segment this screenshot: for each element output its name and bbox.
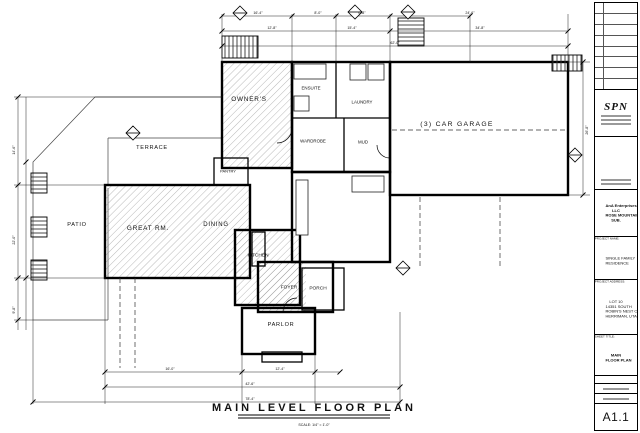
- room-label-kitchen: KITCHEN: [247, 252, 269, 258]
- door-swings: [276, 127, 391, 313]
- client-block: AnA Enterprises LLC ROSE MOUNTAIN SUB.: [595, 190, 637, 237]
- revision-table: [595, 3, 637, 90]
- dimension-label: 16'-4": [253, 10, 263, 16]
- dimension-label: 62'-0": [390, 40, 400, 46]
- dimension-label: 12'-4": [275, 366, 285, 372]
- floor-hatch: [105, 62, 306, 312]
- room-label-foyer: FOYER: [280, 284, 298, 290]
- firm-logo-block: SPN: [595, 90, 637, 137]
- project-address: HERRIMAN, UTAH: [605, 314, 638, 319]
- dimension-label: 42'-6": [245, 381, 255, 387]
- dimension-label: 6'-8": [358, 10, 366, 16]
- fine-print: [601, 119, 631, 121]
- room-label-mud: MUD: [357, 139, 369, 145]
- dimension-label: 22'-0": [11, 235, 17, 245]
- dimension-label: 16'-0": [165, 366, 175, 372]
- firm-logo: SPN: [604, 101, 628, 113]
- project-address: 14351 SOUTH: [605, 304, 632, 310]
- plan-title-underline: [238, 414, 390, 419]
- sheet-number: A1.1: [595, 403, 637, 430]
- dimension-label: 34'-8": [475, 25, 485, 31]
- project-address-caption: PROJECT ADDRESS:: [595, 280, 626, 284]
- room-label-wardrobe: WARDROBE: [300, 138, 326, 144]
- dimension-label: 26'-8": [584, 125, 590, 135]
- project-name: RESIDENCE: [605, 260, 629, 266]
- schedule-markers: [30, 172, 48, 281]
- fine-print: [601, 123, 631, 125]
- client-name: SUB.: [611, 217, 621, 223]
- project-address: LOT 10: [609, 299, 623, 305]
- sheet-title-block: SHEET TITLE: MAIN FLOOR PLAN: [595, 335, 637, 376]
- title-block: SPN AnA Enterprises LLC ROSE MOUNTAIN SU…: [594, 2, 638, 431]
- project-name-caption: PROJECT NAME:: [595, 237, 620, 241]
- room-label-pantry: PANTRY: [220, 168, 236, 174]
- room-label-porch: PORCH: [309, 285, 327, 291]
- room-label-dining: DINING: [203, 220, 229, 228]
- project-name-block: PROJECT NAME: SINGLE FAMILY RESIDENCE: [595, 237, 637, 280]
- sheet-meta-block: A1.1: [595, 376, 637, 430]
- sheet-title: FLOOR PLAN: [605, 357, 632, 363]
- partitions: [213, 62, 390, 363]
- dashed-lines: [119, 129, 566, 368]
- project-name: SINGLE FAMILY: [605, 255, 636, 261]
- room-label-parlor: PARLOR: [267, 320, 295, 328]
- sheet-title: MAIN: [610, 352, 622, 358]
- stair-symbol: [221, 17, 583, 72]
- project-address-block: PROJECT ADDRESS: LOT 10 14351 SOUTH ROBI…: [595, 280, 637, 335]
- fine-print: [601, 183, 631, 185]
- room-label-laundry: LAUNDRY: [351, 99, 373, 105]
- dimension-label: 8'-0": [314, 10, 322, 16]
- client-name: AnA Enterprises: [605, 203, 637, 208]
- fine-print: [601, 115, 631, 117]
- meta-row: [595, 393, 637, 403]
- dimension-label: 14'-6": [11, 145, 17, 155]
- dimension-lines: [14, 14, 590, 404]
- room-label-owners: OWNER'S: [231, 95, 267, 103]
- room-label-garage: (3) CAR GARAGE: [420, 120, 494, 128]
- room-label-terrace: TERRACE: [136, 143, 168, 151]
- walls: [103, 60, 570, 356]
- dimension-label: 9'-8": [11, 306, 17, 314]
- dimension-label: 78'-4": [245, 396, 255, 402]
- room-label-ensuite: ENSUITE: [301, 85, 321, 91]
- client-name: LLC: [612, 208, 620, 213]
- plan-scale-note: SCALE: 1/4" = 1'-0": [298, 422, 330, 428]
- dimension-label: 15'-4": [347, 25, 357, 31]
- sheet-title-caption: SHEET TITLE:: [595, 335, 615, 339]
- fixtures: [293, 63, 385, 236]
- callout-markers: [125, 4, 583, 276]
- plan-title: MAIN LEVEL FLOOR PLAN: [212, 402, 416, 414]
- dimension-label: 24'-6": [465, 10, 475, 16]
- fine-print: [601, 179, 631, 181]
- project-address: ROBIN'S NEST CIR.: [605, 309, 638, 315]
- dimension-ticks: [15, 13, 586, 405]
- room-label-great-rm: GREAT RM.: [126, 224, 170, 232]
- stamp-block: [595, 137, 637, 190]
- client-name: ROSE MOUNTAIN: [605, 213, 638, 218]
- dimension-label: 12'-8": [267, 25, 277, 31]
- room-label-patio: PATIO: [67, 220, 87, 228]
- meta-row: [595, 383, 637, 393]
